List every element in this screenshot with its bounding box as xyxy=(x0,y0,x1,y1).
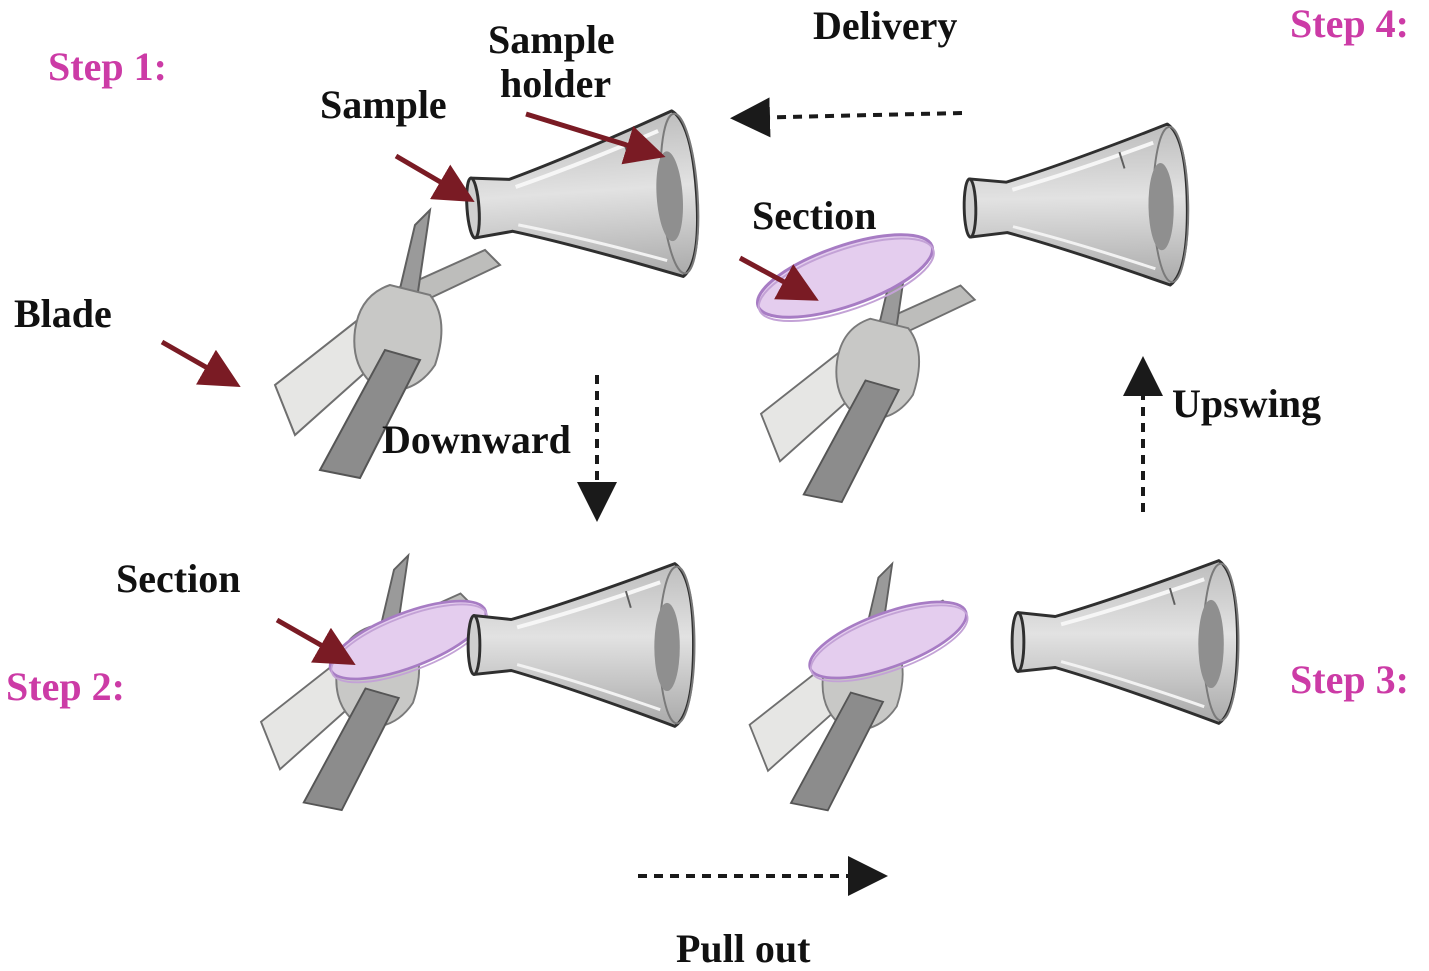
sample-pointer-arrow xyxy=(394,153,475,203)
section-step4-pointer-arrow xyxy=(738,255,819,301)
section-step2-label: Section xyxy=(116,556,240,601)
sample-holder-label-line1: Sample xyxy=(488,17,615,62)
downward-label: Downward xyxy=(382,417,571,462)
section-step4-label: Section xyxy=(752,193,876,238)
sample-holder-label-line2: holder xyxy=(500,61,611,106)
step3-label: Step 3: xyxy=(1290,657,1409,702)
upswing-label: Upswing xyxy=(1172,381,1321,426)
step2-blade xyxy=(260,554,476,812)
step4-label: Step 4: xyxy=(1290,1,1409,46)
step3-sample-holder xyxy=(1010,558,1241,726)
step1-label: Step 1: xyxy=(48,44,167,89)
delivery-label: Delivery xyxy=(813,3,957,48)
step2-sample-holder xyxy=(466,561,697,729)
step2-label: Step 2: xyxy=(6,664,125,709)
step4-sample-holder xyxy=(960,121,1192,291)
step3-blade xyxy=(748,562,958,812)
delivery-arrow xyxy=(730,97,963,138)
pull-out-label: Pull out xyxy=(676,926,811,971)
blade-pointer-arrow xyxy=(160,339,241,387)
section-step2-pointer-arrow xyxy=(275,617,356,665)
sample-holder-pointer-arrow xyxy=(525,111,666,165)
blade-label: Blade xyxy=(14,291,112,336)
sample-label: Sample xyxy=(320,82,447,127)
